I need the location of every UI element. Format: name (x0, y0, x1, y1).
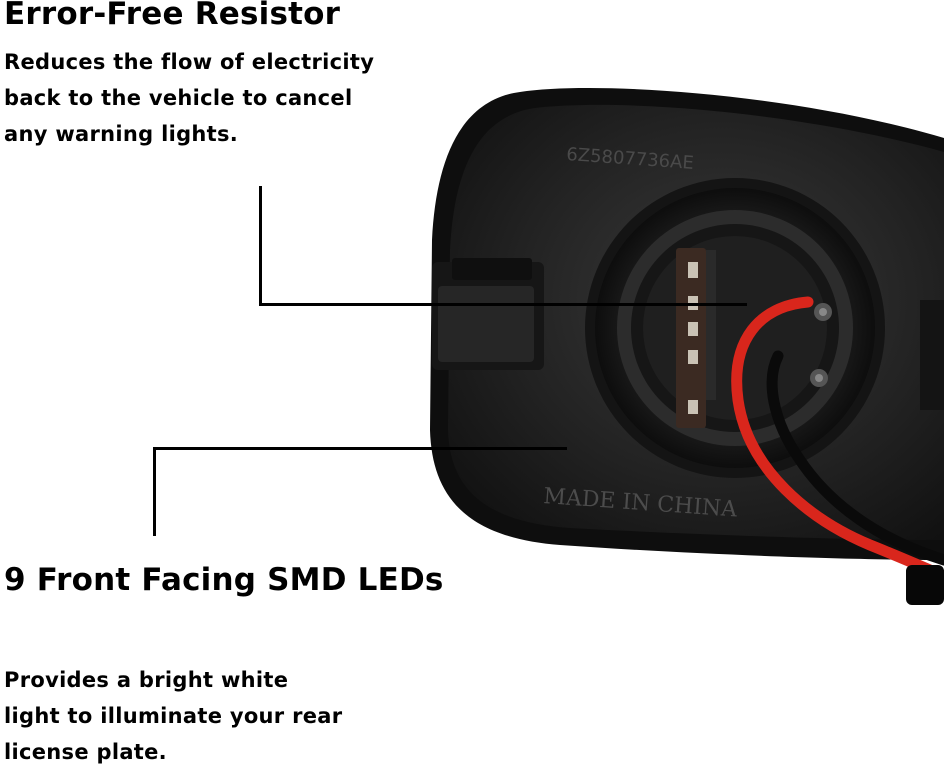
callout-line-leds-vertical (153, 447, 156, 536)
callout-line-resistor-horizontal (259, 303, 747, 306)
right-mounting-tab (920, 300, 944, 410)
feature-description-leds: Provides a bright white light to illumin… (4, 668, 343, 764)
feature-description-resistor: Reduces the flow of electricity back to … (4, 50, 375, 146)
callout-line-leds-horizontal (153, 447, 567, 450)
red-wire (731, 296, 944, 582)
feature-title-resistor: Error-Free Resistor (4, 0, 341, 32)
feature-title-leds: 9 Front Facing SMD LEDs (4, 562, 444, 598)
callout-line-resistor-vertical (259, 186, 262, 306)
black-wire (766, 350, 944, 566)
led-board (676, 248, 706, 428)
wire-connector (906, 565, 944, 605)
